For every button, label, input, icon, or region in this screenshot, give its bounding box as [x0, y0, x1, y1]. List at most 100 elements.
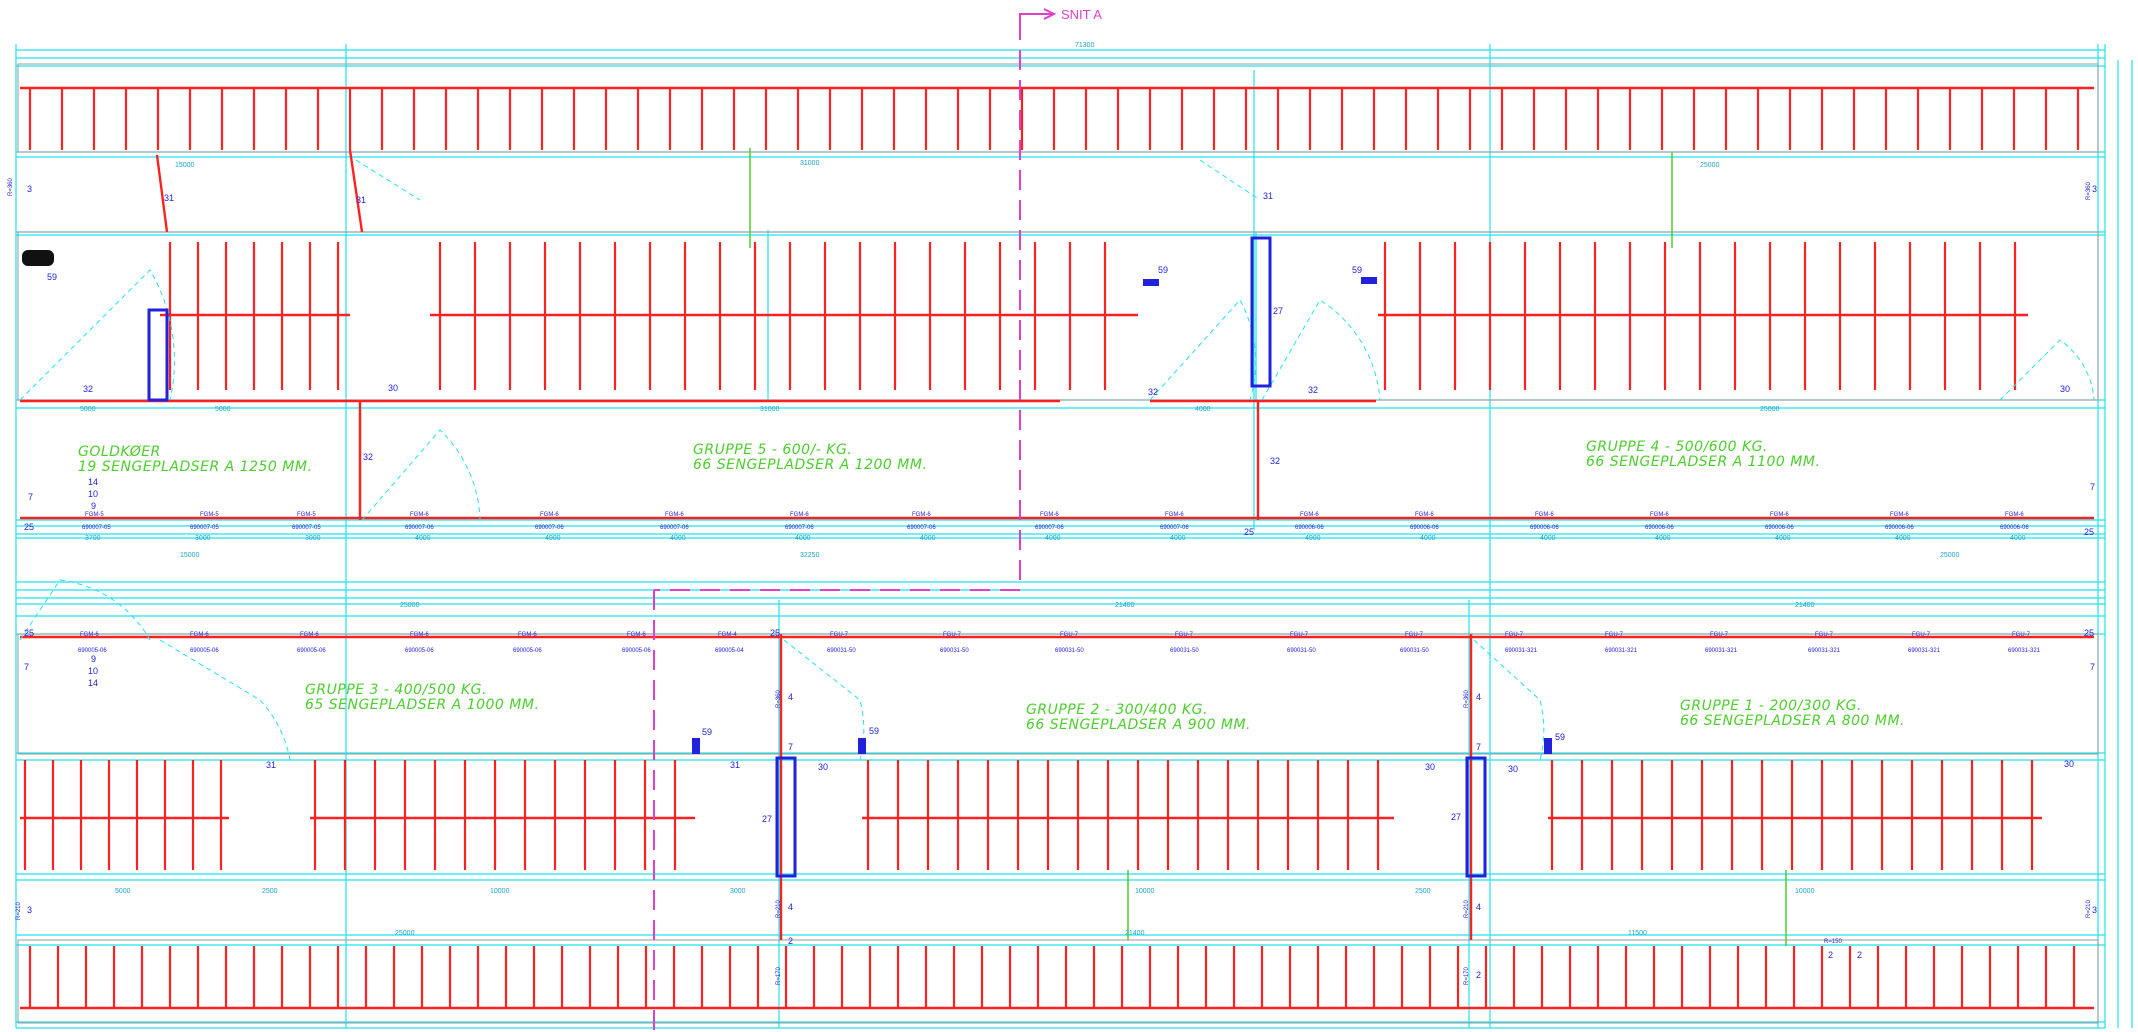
feeder-code: FGU-7 — [830, 632, 849, 638]
marker: 4 — [1476, 902, 1481, 912]
dimension: 4000 — [1775, 535, 1791, 542]
marker-labels: 31 31 31 59 59 59 32 32 32 32 32 30 30 2… — [8, 177, 2097, 985]
marker: R=210 — [16, 901, 22, 920]
dimension: 5000 — [215, 406, 231, 413]
marker: 59 — [869, 726, 879, 736]
marker: R=360 — [776, 689, 782, 708]
feeder-id: 690005-06 — [622, 648, 651, 654]
feeder-code: FGM-6 — [410, 632, 429, 638]
marker: 59 — [1555, 732, 1565, 742]
count: 9 — [91, 501, 96, 511]
marker: 3 — [2092, 905, 2097, 915]
marker: 25 — [2084, 527, 2094, 537]
gruppe3-title: GRUPPE 3 - 400/500 KG. — [305, 682, 487, 698]
dimension: 32250 — [800, 552, 820, 559]
feeder-id: 690031-50 — [827, 648, 856, 654]
feeder-id: 690005-06 — [405, 648, 434, 654]
feeder-code: FGM-6 — [1300, 512, 1319, 518]
marker: 27 — [1451, 812, 1461, 822]
count: 10 — [88, 489, 98, 499]
feeder-code: FGU-7 — [2012, 632, 2031, 638]
marker: 32 — [83, 384, 93, 394]
green-markers — [749, 148, 1787, 946]
marker: 25 — [2084, 628, 2094, 638]
feeder-code: FGM-6 — [410, 512, 429, 518]
marker: 59 — [1352, 265, 1362, 275]
feeder-id: 690031-321 — [1908, 648, 1941, 654]
dimension: 4000 — [1170, 535, 1186, 542]
feeder-code: FGU-7 — [943, 632, 962, 638]
feeder-id: 690007-06 — [907, 525, 936, 531]
marker: R=170 — [1464, 966, 1470, 985]
feeder-id: 690031-50 — [1055, 648, 1084, 654]
feeder-id: 690007-06 — [405, 525, 434, 531]
feeder-code: FGM-4 — [718, 632, 737, 638]
marker: 32 — [1148, 387, 1158, 397]
feeder-id: 690005-06 — [78, 648, 107, 654]
section-cut-line — [653, 20, 1021, 1030]
feeder-id: 690006-06 — [1410, 525, 1439, 531]
dimension: 3000 — [195, 535, 211, 542]
marker: R=360 — [1464, 689, 1470, 708]
marker: 3 — [27, 905, 32, 915]
feeder-code: FGU-7 — [1060, 632, 1079, 638]
feeder-code: FGU-7 — [1815, 632, 1834, 638]
head-counts: 14 10 9 9 10 14 — [88, 477, 98, 688]
marker: 2 — [1857, 950, 1862, 960]
marker: 4 — [1476, 692, 1481, 702]
dimension: 21400 — [1795, 602, 1815, 609]
marker: 30 — [1508, 764, 1518, 774]
feeder-codes: FGM-5 FGM-5 FGM-5 FGM-6 FGM-6 FGM-6 FGM-… — [80, 512, 2031, 638]
feeder-ids: 690007-05 690007-05 690007-05 690007-06 … — [78, 525, 2041, 654]
marker: 32 — [1308, 385, 1318, 395]
dimension: 2500 — [262, 888, 278, 895]
marker: R=360 — [2086, 181, 2092, 200]
feeder-id: 690007-06 — [1160, 525, 1189, 531]
dimension: 5000 — [115, 888, 131, 895]
dimension: 4000 — [795, 535, 811, 542]
feeder-code: FGM-5 — [200, 512, 219, 518]
feeder-id: 690031-50 — [1287, 648, 1316, 654]
marker: 30 — [1425, 762, 1435, 772]
dimension: 3700 — [85, 535, 101, 542]
dimension: 4000 — [415, 535, 431, 542]
walkway-rails — [20, 86, 2094, 1010]
feeder-id: 690006-06 — [1765, 525, 1794, 531]
marker: 25 — [24, 628, 34, 638]
dimension: 4000 — [1420, 535, 1436, 542]
section-label: SNIT A — [1061, 7, 1102, 22]
dimension: 5000 — [80, 406, 96, 413]
marker: 4 — [788, 902, 793, 912]
feeder-code: FGM-6 — [1040, 512, 1059, 518]
dimension: 15000 — [180, 552, 200, 559]
feeder-id: 690031-321 — [1705, 648, 1738, 654]
feeder-id: 690031-321 — [2008, 648, 2041, 654]
door-swing-arcs — [19, 159, 2095, 761]
feeder-code: FGU-7 — [1505, 632, 1524, 638]
feeder-id: 690007-05 — [292, 525, 321, 531]
marker: 59 — [47, 272, 57, 282]
marker: 31 — [356, 195, 366, 205]
marker: 27 — [762, 814, 772, 824]
feeder-id: 690007-05 — [190, 525, 219, 531]
feeder-code: FGU-7 — [1710, 632, 1729, 638]
marker: 2 — [1476, 970, 1481, 980]
wall-outlines — [17, 63, 2099, 1024]
feeder-id: 690031-50 — [940, 648, 969, 654]
marker: R=170 — [776, 966, 782, 985]
marker: 30 — [2060, 384, 2070, 394]
marker: R=150 — [1824, 939, 1843, 945]
dimension: 2500 — [1415, 888, 1431, 895]
goldkoer-capacity: 19 SENGEPLADSER A 1250 MM. — [78, 459, 312, 475]
dimension: 10000 — [490, 888, 510, 895]
marker: 3 — [27, 184, 32, 194]
feeder-code: FGM-6 — [80, 632, 99, 638]
marker: 2 — [1828, 950, 1833, 960]
marker: 32 — [1270, 456, 1280, 466]
gruppe5-title: GRUPPE 5 - 600/- KG. — [693, 442, 852, 458]
goldkoer-title: GOLDKØER — [78, 444, 161, 460]
feeder-code: FGU-7 — [1605, 632, 1624, 638]
marker: 30 — [2064, 759, 2074, 769]
feeder-id: 690006-06 — [1645, 525, 1674, 531]
